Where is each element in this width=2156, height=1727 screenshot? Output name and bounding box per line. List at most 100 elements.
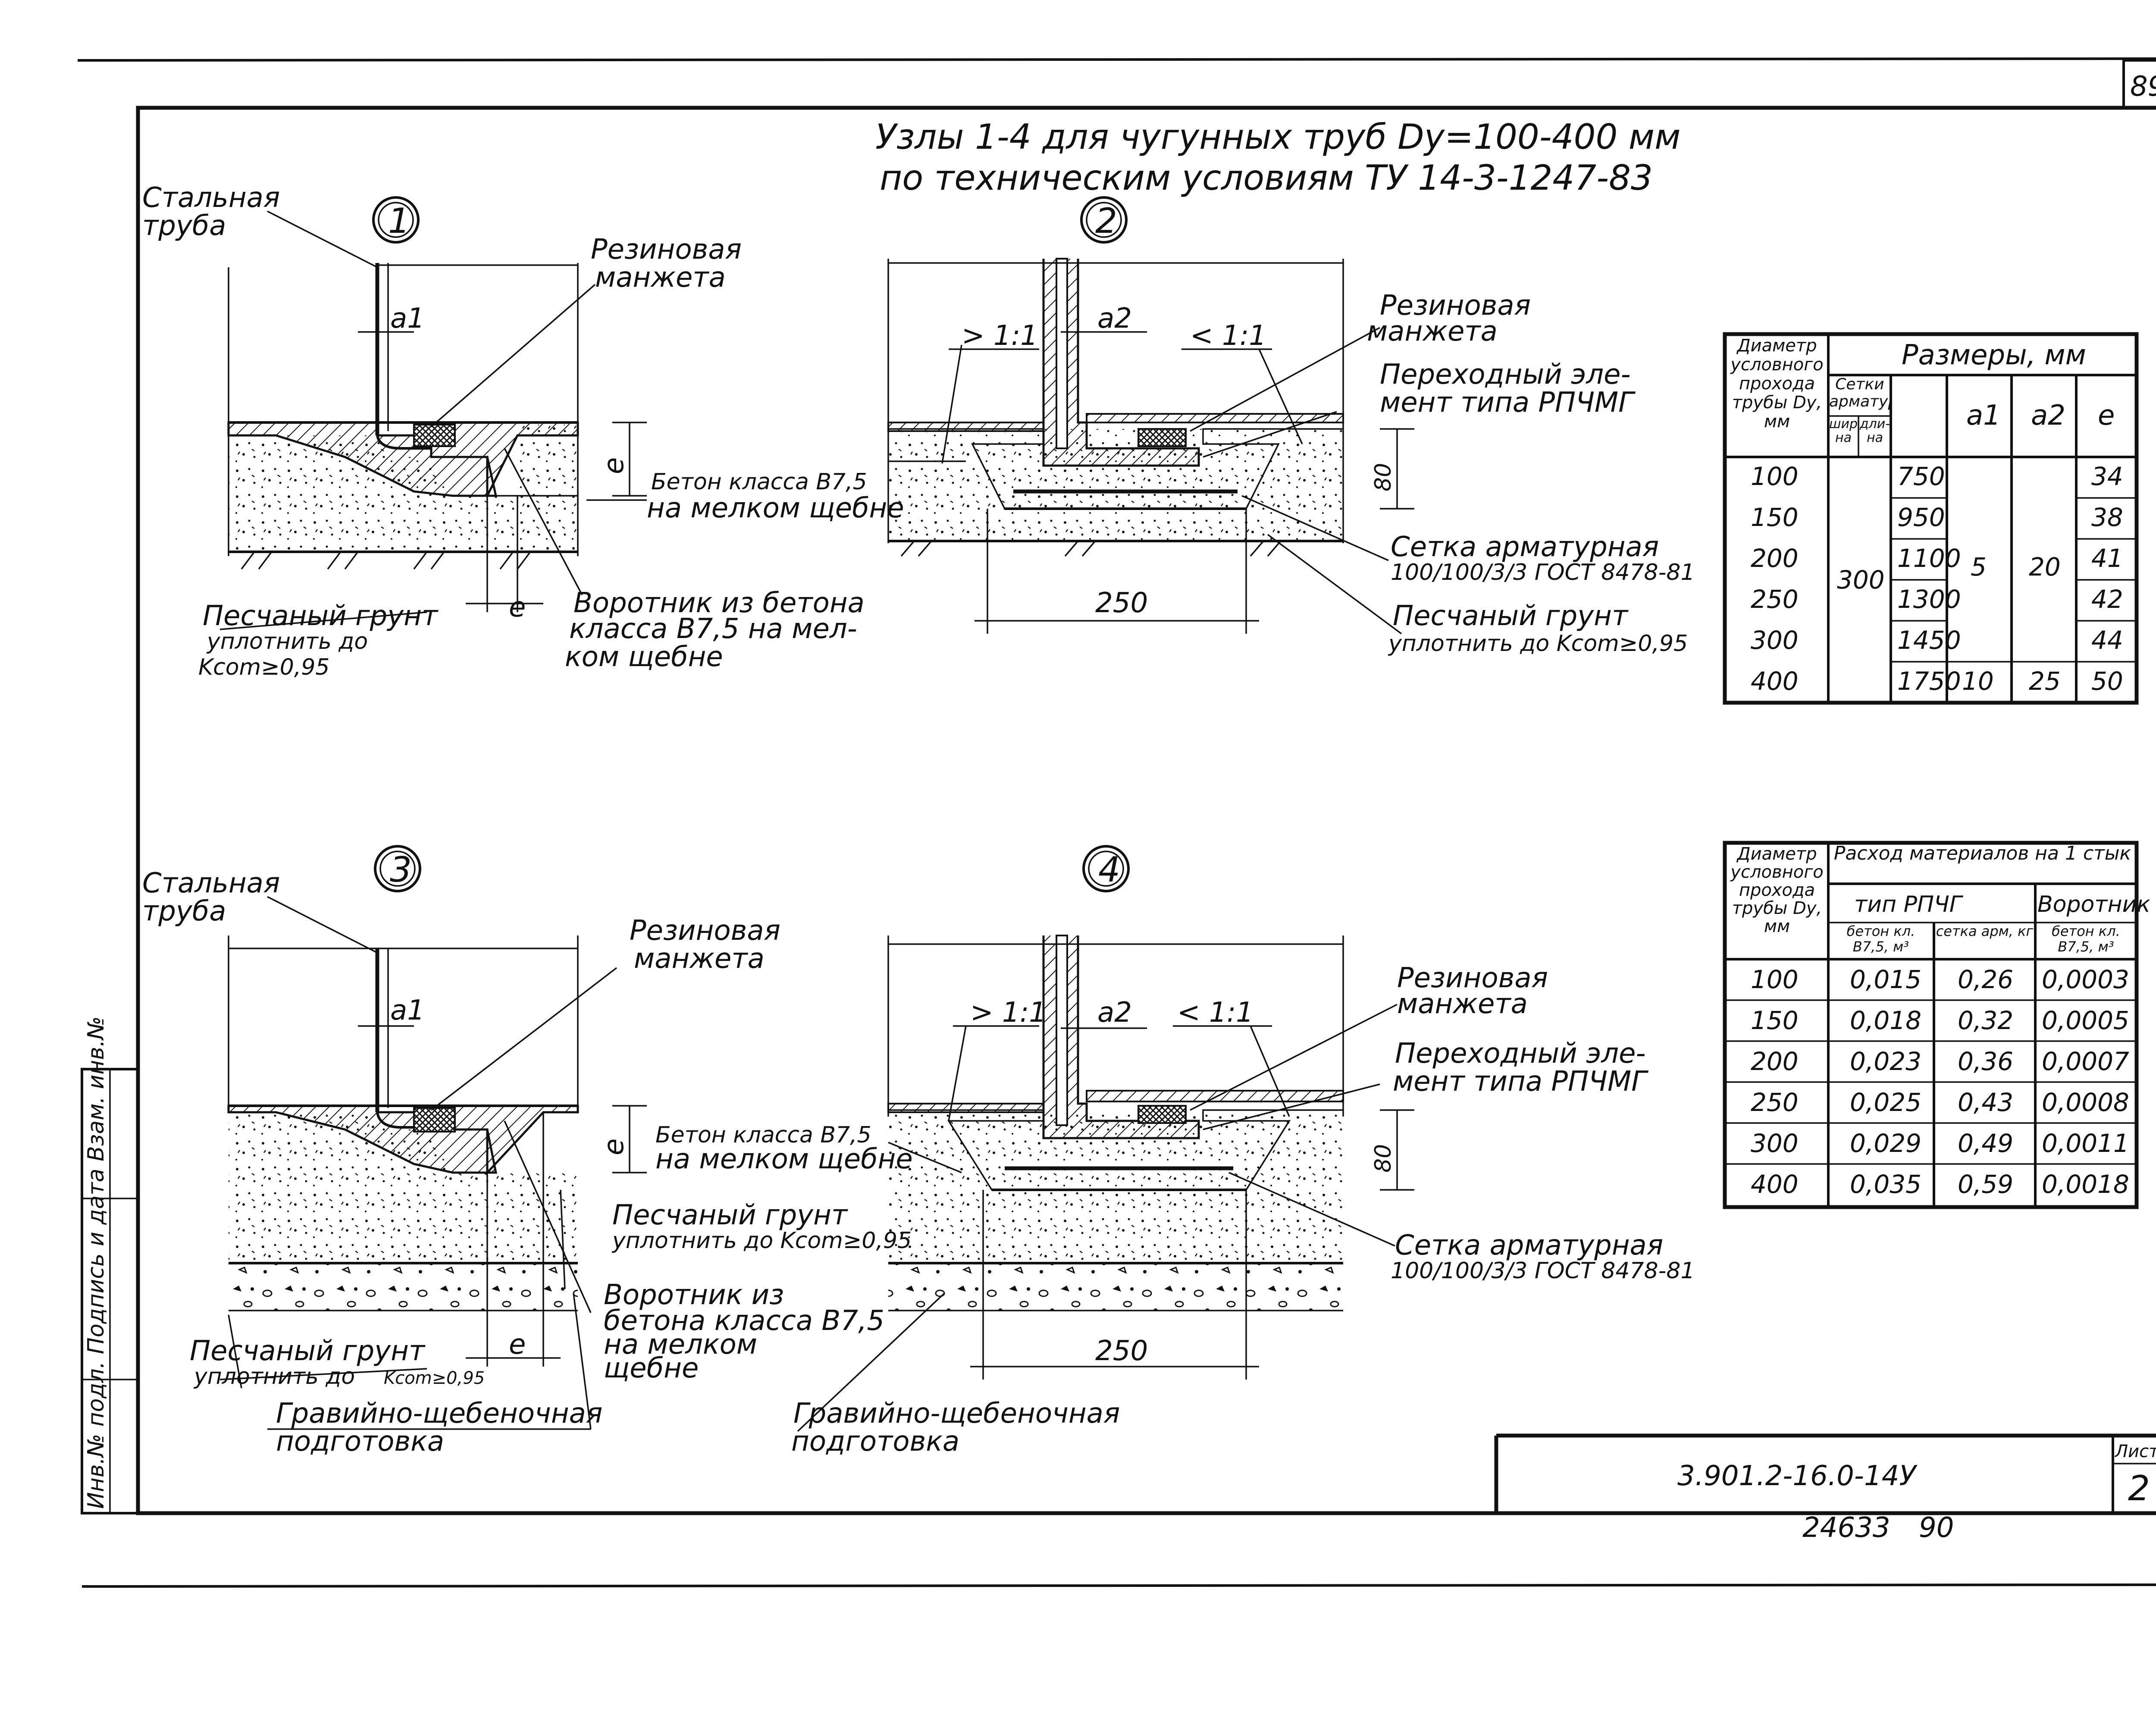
svg-text:a2: a2 [1097, 997, 1132, 1029]
svg-text:мент типа РПЧМГ: мент типа РПЧМГ [1380, 387, 1636, 419]
side-stamp-text: Инв.№ подл. Подпись и дата Взам. инв.№ [83, 1016, 109, 1509]
svg-text:250: 250 [1751, 585, 1799, 614]
svg-text:100: 100 [1751, 462, 1799, 491]
n4-sand-label: Песчаный грунт [612, 1199, 848, 1231]
svg-text:0,023: 0,023 [1850, 1047, 1921, 1076]
svg-text:250: 250 [1095, 587, 1148, 619]
svg-text:300: 300 [1837, 565, 1885, 594]
svg-text:750: 750 [1897, 462, 1945, 491]
svg-text:150: 150 [1751, 1006, 1799, 1035]
t2-header-usage: Расход материалов на 1 стык [1833, 844, 2131, 864]
svg-text:ком щебне: ком щебне [565, 641, 723, 673]
svg-text:0,0011: 0,0011 [2042, 1129, 2129, 1158]
n2-mesh-label: Сетка арматурная [1391, 531, 1659, 563]
svg-text:950: 950 [1897, 503, 1945, 532]
svg-text:0,43: 0,43 [1958, 1088, 2013, 1117]
svg-text:Kcom≥0,95: Kcom≥0,95 [198, 654, 330, 680]
svg-text:труба: труба [142, 895, 226, 927]
svg-text:тип РПЧГ: тип РПЧГ [1854, 892, 1964, 917]
svg-text:25: 25 [2029, 666, 2061, 696]
n4-concrete-label: Бетон класса В7,5 [655, 1122, 871, 1148]
n3-gravel-label: Гравийно-щебеночная [276, 1398, 602, 1430]
sheet-top-line [77, 57, 2156, 62]
svg-text:уплотнить до: уплотнить до [193, 1364, 355, 1389]
svg-text:4: 4 [1098, 850, 1120, 890]
n1-sand-label: Песчаный грунт [203, 600, 439, 632]
page-number-box [2122, 59, 2156, 109]
svg-text:44: 44 [2091, 626, 2123, 655]
svg-text:a1: a1 [390, 995, 425, 1026]
svg-text:Воротник: Воротник [2037, 892, 2150, 917]
svg-text:80: 80 [1370, 1144, 1396, 1173]
svg-text:уплотнить до Kcom≥0,95: уплотнить до Kcom≥0,95 [1388, 631, 1688, 657]
svg-text:манжета: манжета [1397, 988, 1528, 1020]
page-number: 89 [2130, 71, 2156, 103]
svg-text:манжета: манжета [595, 262, 726, 294]
svg-text:манжета: манжета [1367, 316, 1498, 347]
svg-text:a2: a2 [2031, 400, 2065, 432]
sheet-frame [136, 106, 2156, 1515]
svg-text:> 1:1: > 1:1 [962, 320, 1038, 352]
svg-text:41: 41 [2091, 544, 2123, 573]
svg-text:0,0005: 0,0005 [2042, 1006, 2129, 1035]
node-4-marker [1082, 845, 1130, 892]
svg-text:e: e [598, 457, 630, 474]
svg-text:Kcom≥0,95: Kcom≥0,95 [384, 1368, 485, 1388]
dimensions-table: Диаметр условного прохода трубы Dу, мм Р… [1723, 332, 2139, 705]
svg-text:0,36: 0,36 [1958, 1047, 2013, 1076]
svg-text:на мелком щебне: на мелком щебне [647, 492, 904, 524]
n4-cuff-label: Резиновая [1397, 962, 1548, 994]
node-1-drawing: 1 a1 e [142, 182, 904, 680]
svg-text:1100: 1100 [1897, 544, 1961, 573]
svg-text:a2: a2 [1097, 303, 1132, 335]
doc-code: 3.901.2-16.0-14У [1677, 1460, 1918, 1492]
n3-collar-label: Воротник из [604, 1279, 784, 1311]
svg-text:2: 2 [1095, 201, 1117, 241]
svg-text:подготовка: подготовка [276, 1426, 444, 1458]
svg-text:0,029: 0,029 [1850, 1129, 1921, 1158]
svg-text:< 1:1: < 1:1 [1177, 997, 1253, 1029]
svg-text:на мелком: на мелком [604, 1329, 757, 1361]
t1-header-sizes: Размеры, мм [1902, 339, 2086, 371]
svg-text:уплотнить до: уплотнить до [206, 629, 368, 654]
svg-text:e: e [509, 1329, 526, 1361]
sheet-number: 2 [2128, 1468, 2150, 1508]
n3-sand-label: Песчаный грунт [190, 1335, 426, 1367]
svg-text:400: 400 [1751, 666, 1799, 696]
svg-text:0,0003: 0,0003 [2042, 965, 2129, 994]
svg-text:34: 34 [2091, 462, 2123, 491]
svg-text:подготовка: подготовка [791, 1426, 959, 1458]
n2-transition-label: Переходный эле- [1380, 359, 1631, 391]
n1-steel-pipe-label: Стальная [142, 182, 280, 214]
svg-text:38: 38 [2091, 503, 2123, 532]
svg-text:200: 200 [1751, 544, 1799, 573]
svg-text:100: 100 [1751, 965, 1799, 994]
n4-transition-label: Переходный эле- [1395, 1038, 1646, 1070]
svg-text:150: 150 [1751, 503, 1799, 532]
svg-text:класса В7,5 на мел-: класса В7,5 на мел- [569, 613, 857, 645]
svg-text:труба: труба [142, 210, 226, 242]
svg-text:200: 200 [1751, 1047, 1799, 1076]
svg-text:250: 250 [1751, 1088, 1799, 1117]
svg-text:e: e [2098, 400, 2115, 432]
inventory-number: 24633 [1802, 1512, 1890, 1544]
svg-text:100/100/3/3 ГОСТ 8478-81: 100/100/3/3 ГОСТ 8478-81 [1391, 560, 1695, 585]
svg-text:> 1:1: > 1:1 [970, 997, 1047, 1029]
svg-text:щебне: щебне [604, 1352, 699, 1384]
n1-concrete-label: Бетон класса В7,5 [651, 469, 867, 495]
svg-text:0,0018: 0,0018 [2042, 1170, 2129, 1199]
svg-text:50: 50 [2091, 666, 2123, 696]
svg-text:уплотнить до Kcom≥0,95: уплотнить до Kcom≥0,95 [611, 1228, 912, 1254]
n4-mesh-label: Сетка арматурная [1395, 1230, 1663, 1261]
svg-text:5: 5 [1971, 552, 1987, 582]
svg-text:0,26: 0,26 [1958, 965, 2013, 994]
svg-text:1450: 1450 [1897, 626, 1961, 655]
materials-table: Диаметр условного прохода трубы Dу, мм Р… [1723, 841, 2150, 1209]
node-1-marker [372, 196, 420, 244]
svg-text:300: 300 [1751, 1129, 1799, 1158]
node-2-marker [1080, 196, 1128, 244]
svg-text:мент типа РПЧМГ: мент типа РПЧМГ [1393, 1066, 1648, 1098]
svg-text:0,018: 0,018 [1850, 1006, 1921, 1035]
svg-text:250: 250 [1095, 1335, 1148, 1367]
